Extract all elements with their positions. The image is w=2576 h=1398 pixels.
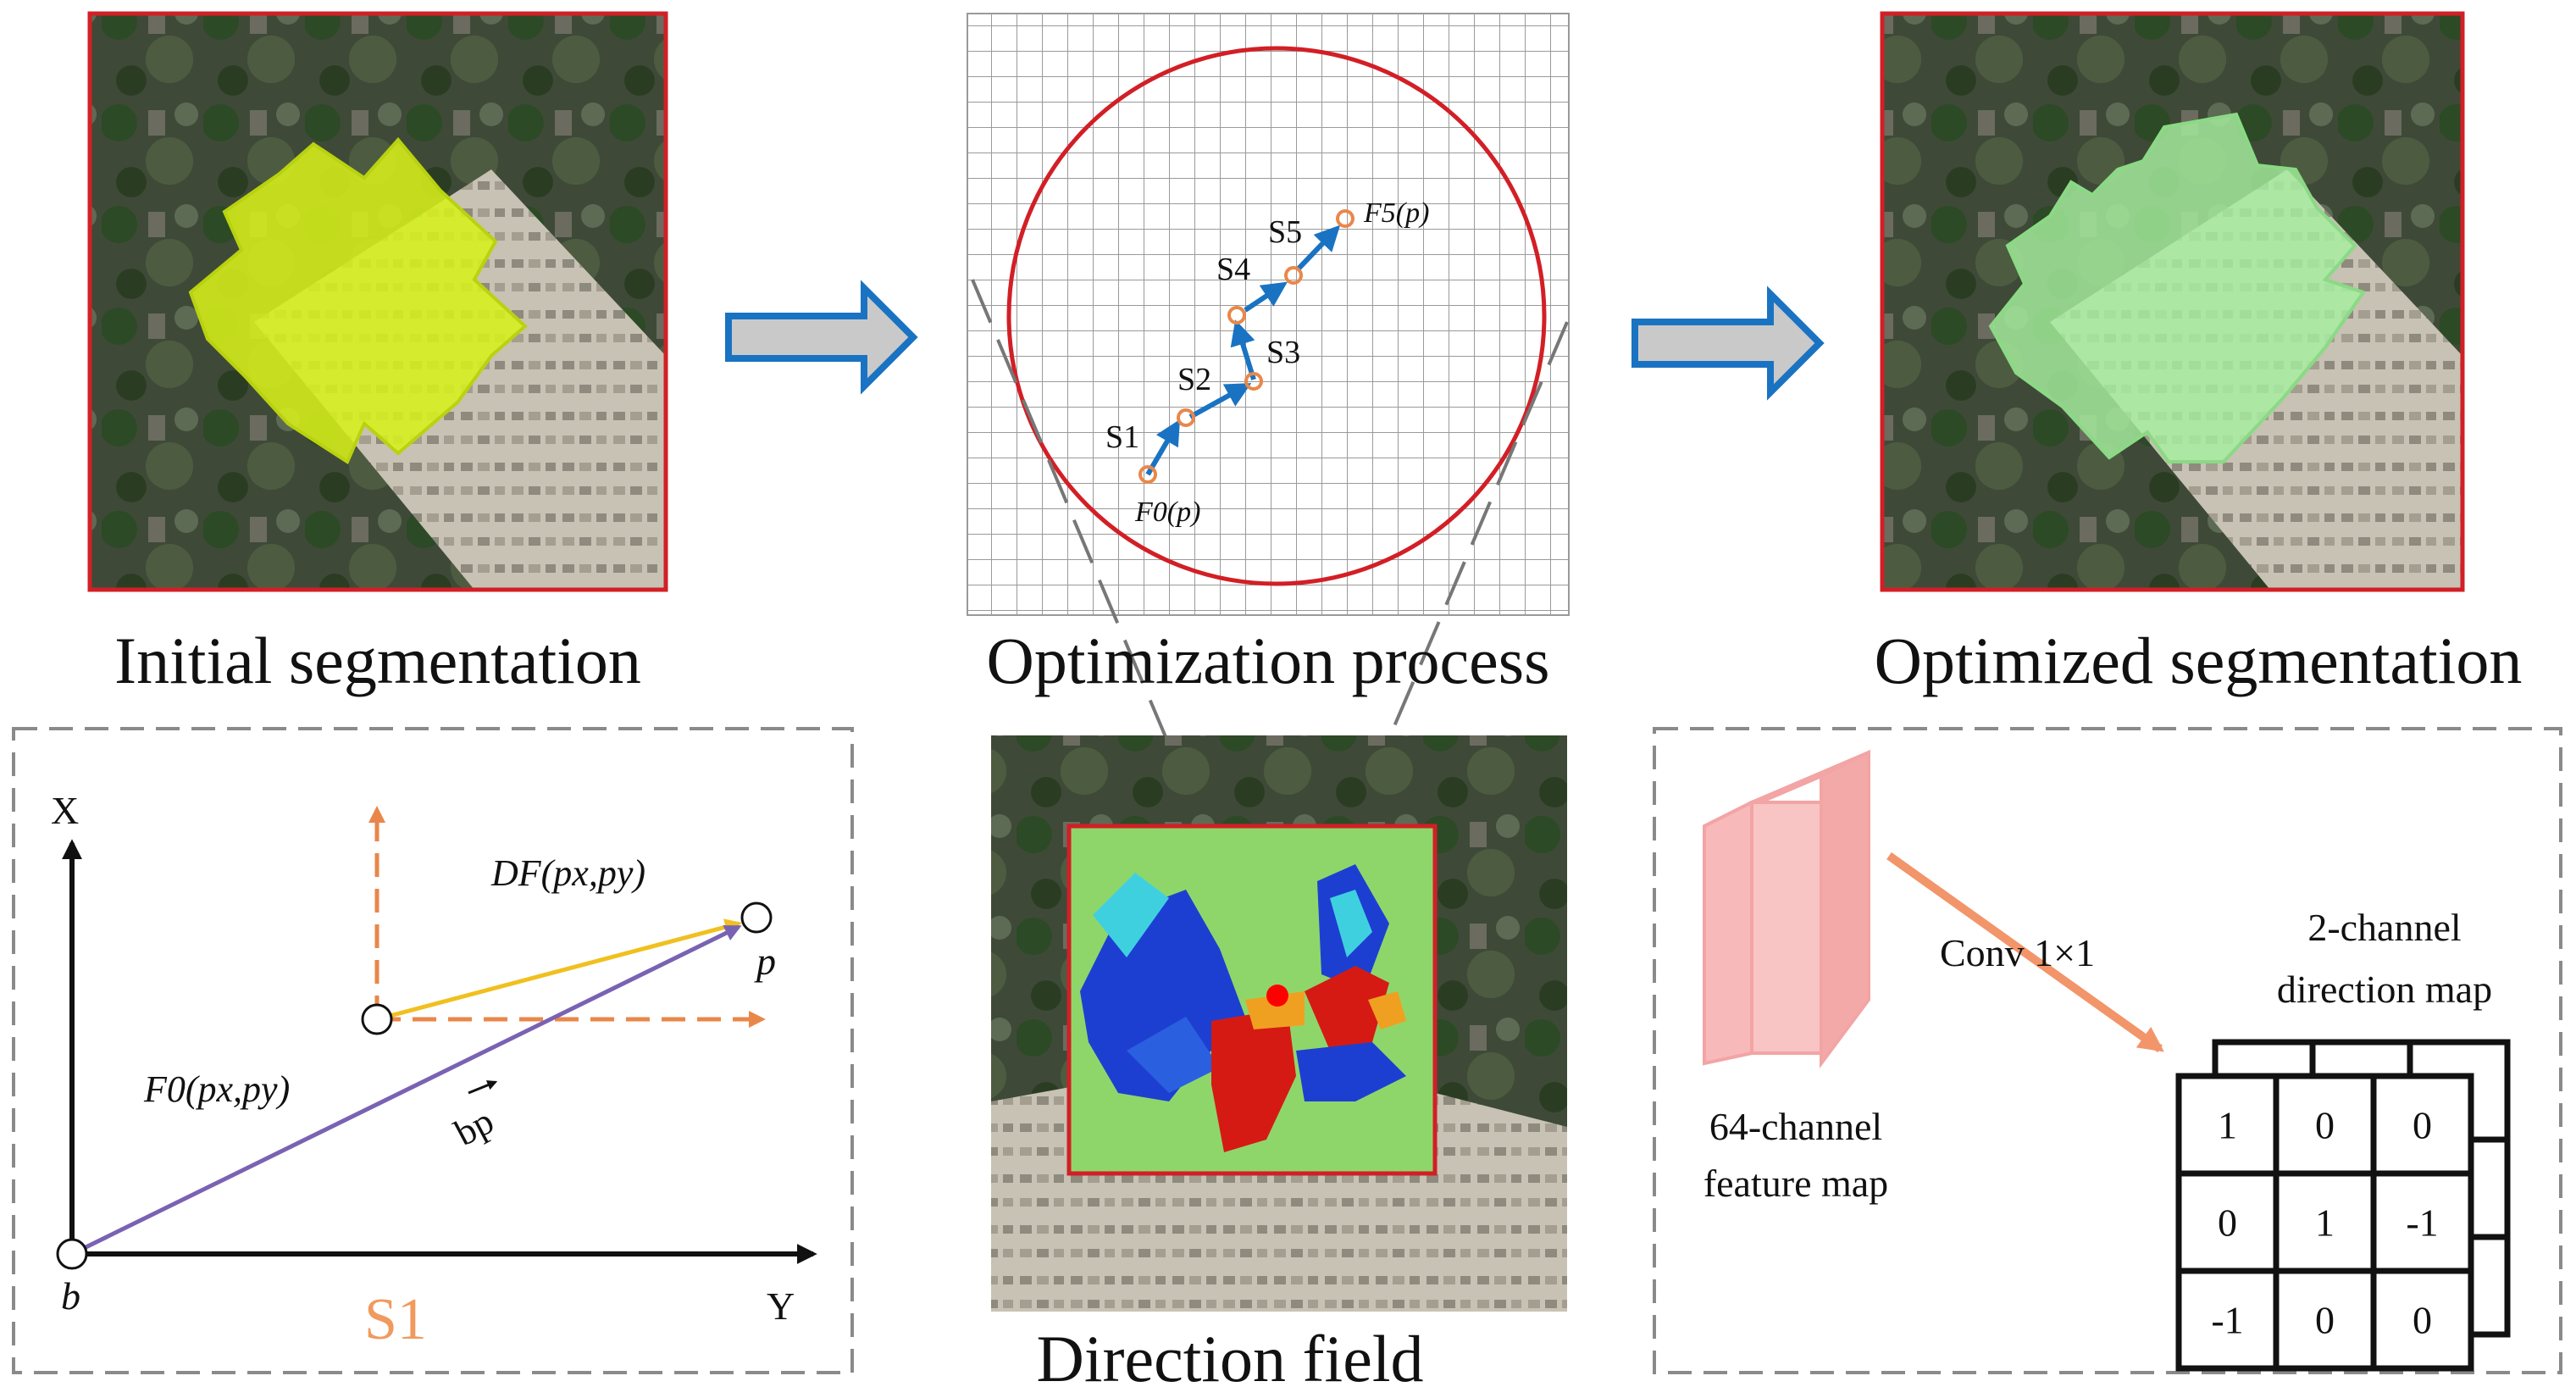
grid-cell-value: 0 [2315,1104,2335,1147]
caption-initial-segmentation: Initial segmentation [114,624,641,697]
label-f5p: F5(p) [1363,197,1429,229]
label-origin-b: b [61,1274,80,1318]
grid-cell-value: 1 [2218,1104,2237,1147]
label-f0-vector: F0(px,py) [143,1068,290,1110]
vector-diagram [56,806,817,1270]
conv-arrow [1886,852,2164,1053]
flow-arrow-2 [1631,286,1825,401]
label-axis-y: Y [767,1284,795,1328]
label-feature-line2: feature map [1703,1162,1888,1205]
feature-map-block [1703,749,1870,1069]
label-bp: bp [448,1100,501,1154]
direction-map-grid [2175,1039,2511,1372]
label-s3: S3 [1266,335,1300,370]
label-conv: Conv 1×1 [1940,931,2095,974]
caption-direction-field: Direction field [1037,1322,1424,1395]
caption-optimization-process: Optimization process [986,624,1549,697]
optimized-segmentation-image [1880,11,2465,592]
label-s1: S1 [1105,419,1139,455]
label-step-s1: S1 [364,1287,427,1352]
grid-cell-value: -1 [2211,1299,2243,1342]
label-point-p: p [754,940,776,983]
optimization-grid [967,13,1570,616]
grid-cell-value: -1 [2406,1201,2438,1245]
label-s4: S4 [1216,252,1250,287]
label-s2: S2 [1177,362,1211,397]
grid-cell-value: 0 [2218,1201,2237,1245]
grid-cell-value: 0 [2315,1299,2335,1342]
caption-optimized-segmentation: Optimized segmentation [1875,624,2523,697]
label-feature-line1: 64-channel [1709,1105,1882,1148]
step-trajectory [1138,209,1354,484]
flow-arrow-1 [725,280,918,395]
vector-panel-frame [12,727,854,1374]
label-direction-line2: direction map [2277,968,2492,1011]
initial-segmentation-image [87,11,668,592]
label-f0p: F0(p) [1134,497,1200,528]
label-direction-line1: 2-channel [2307,906,2461,949]
grid-cell-value: 1 [2315,1201,2335,1245]
initial-mask [188,136,528,464]
direction-field-image [991,735,1567,1312]
label-df: DF(px,py) [490,852,645,894]
grid-cell-value: 0 [2413,1299,2432,1342]
direction-map-values: 1 0 0 0 1 -1 -1 0 0 [2211,1104,2438,1342]
zoom-circle [1006,46,1547,586]
grid-cell-value: 0 [2413,1104,2432,1147]
conv-panel-frame [1653,727,2562,1374]
label-axis-x: X [51,789,79,832]
label-s5: S5 [1268,214,1302,250]
optimized-mask [1988,112,2367,463]
